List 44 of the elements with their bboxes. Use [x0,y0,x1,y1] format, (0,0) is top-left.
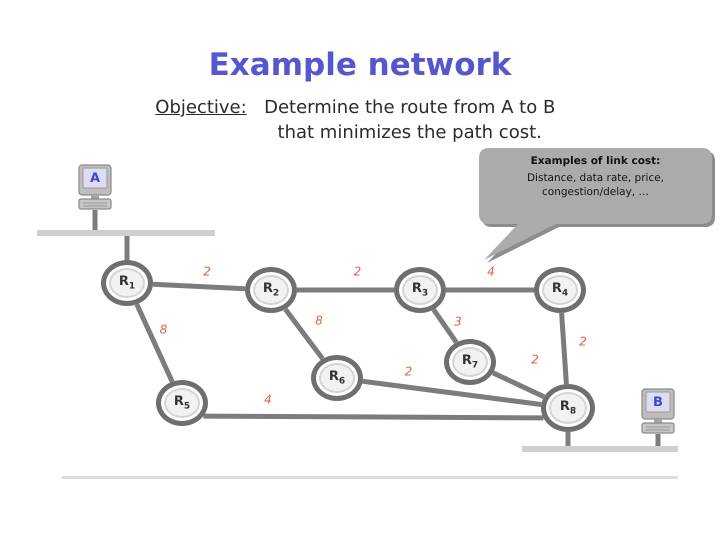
link-line [362,378,542,407]
link-cost-label: 2 [202,264,212,278]
callout-text: Distance, data rate, price, congestion/delay, … [526,170,666,199]
link-line [92,210,98,230]
router-label: R$_{3}$ [412,281,428,299]
link-line [152,282,246,292]
link-line [203,414,544,420]
objective-text: Determine the route from A to B that minimizes the path cost. [263,96,556,146]
host-label: B [652,394,664,412]
router-circle [156,380,208,426]
router-circle [541,384,595,432]
callout-heading: Examples of link cost: [530,155,660,169]
router-label: R$_{6}$ [328,369,346,387]
router-label: R$_{2}$ [262,281,280,299]
computer [641,388,675,434]
router-circle [534,267,586,313]
slide-title: Example network [208,47,512,83]
router-circle [245,267,297,313]
router-label: R$_{4}$ [552,281,568,299]
router-label: R$_{1}$ [118,274,136,292]
link-line [492,370,546,400]
link-cost-label: 8 [158,323,168,337]
objective-label: Objective: [155,96,247,120]
computer [78,164,112,210]
router-circle [311,355,363,401]
link-line [446,288,534,292]
host-label: A [88,170,102,188]
link-line [297,288,394,292]
router-label: R$_{8}$ [560,399,576,417]
router-label: R$_{5}$ [174,394,190,412]
link-cost-label: 3 [453,315,463,329]
link-line [134,303,174,383]
speech-bubble [478,146,718,266]
router-circle [101,260,153,306]
router-label: R$_{7}$ [462,353,478,371]
router-circle [394,267,446,313]
link-cost-label: 8 [314,314,324,328]
link-line [124,236,130,260]
link-line [566,432,570,446]
link-line [559,312,569,384]
link-line [656,434,660,446]
link-line [432,308,458,344]
router-circle [444,339,496,385]
link-line [283,308,325,360]
